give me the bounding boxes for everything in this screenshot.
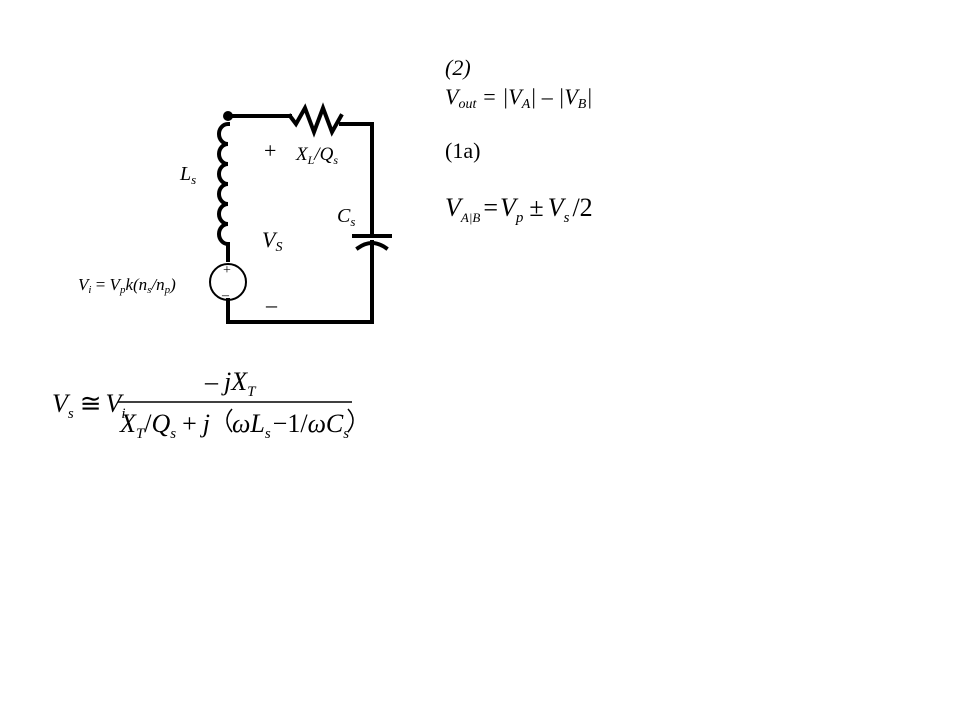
- inductor-ls: [217, 121, 231, 247]
- source-minus: –: [221, 288, 230, 303]
- paren-right: [347, 408, 354, 433]
- plus-sign: +: [264, 138, 276, 163]
- label-vi-formula: Vi = Vpk(ns/np): [78, 275, 176, 296]
- eq2-label: (2): [445, 55, 471, 80]
- vs-lhs: Vs≅Vi: [52, 389, 126, 422]
- label-cs: Cs: [337, 205, 355, 229]
- circuit: + –: [209, 102, 392, 324]
- vs-numerator: –jXT: [204, 367, 257, 400]
- eq-vab: VA|B=Vp±Vs/2: [445, 193, 593, 226]
- eq1a-label: (1a): [445, 138, 480, 163]
- paren-left: [226, 408, 233, 433]
- label-vs: VS: [262, 227, 282, 255]
- source-plus: +: [223, 263, 231, 278]
- eq2-vout: Vout = |VA| – |VB|: [445, 84, 592, 112]
- label-xl-qs: XL/Qs: [295, 144, 338, 167]
- capacitor-plate-lower: [355, 241, 389, 251]
- minus-sign: –: [265, 292, 278, 317]
- resistor-xl-qs: [287, 102, 344, 138]
- label-ls: Ls: [179, 163, 196, 187]
